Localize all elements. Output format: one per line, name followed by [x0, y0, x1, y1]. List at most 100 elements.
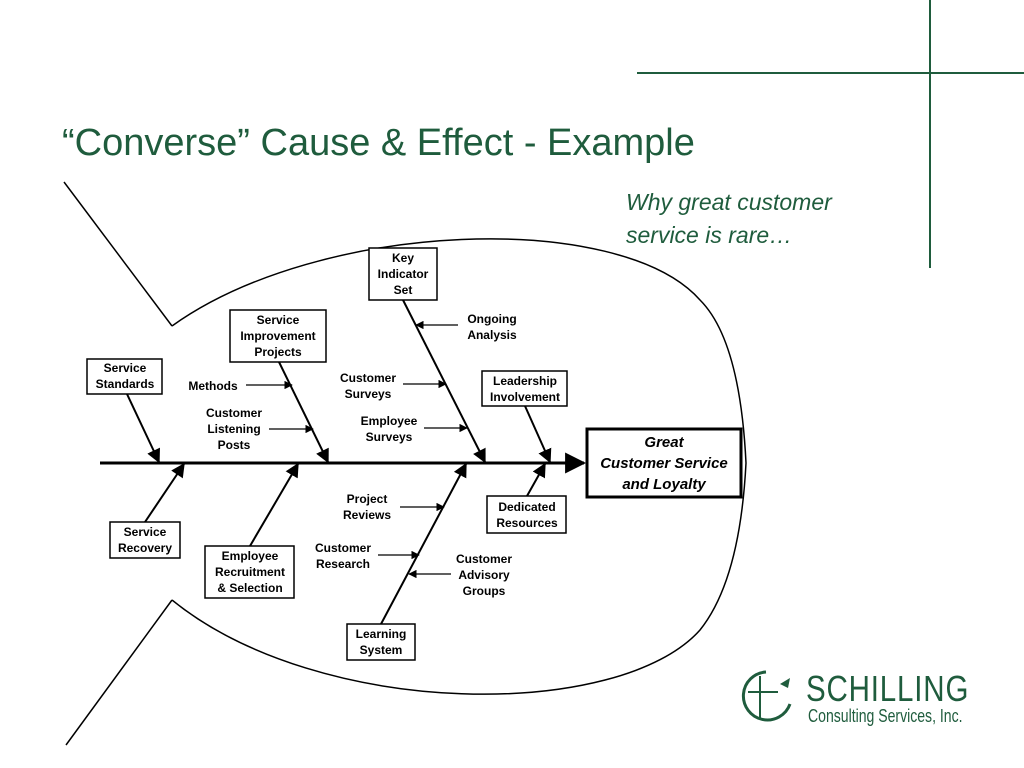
- sub-cause-line: Advisory: [458, 568, 510, 582]
- sub-cause-customer-research: Customer Research: [315, 541, 371, 571]
- effect-line: Great: [644, 434, 684, 451]
- svg-text:Methods: Methods: [188, 379, 238, 393]
- effect-line: and Loyalty: [622, 476, 706, 493]
- svg-text:Customer: Customer: [206, 406, 262, 420]
- bone-service-recovery: [144, 462, 185, 523]
- svg-text:Groups: Groups: [463, 584, 506, 598]
- box-line: System: [360, 643, 403, 657]
- svg-text:Recovery: Recovery: [118, 541, 172, 555]
- svg-text:Involvement: Involvement: [490, 390, 560, 404]
- sub-cause-line: Customer: [340, 371, 396, 385]
- sub-cause-line: Research: [316, 557, 370, 571]
- subtitle-line: service is rare…: [626, 222, 793, 248]
- cause-box-service-standards: Service Standards: [86, 358, 163, 395]
- sub-cause-line: Customer: [206, 406, 262, 420]
- sub-cause-methods: Methods: [188, 379, 238, 393]
- svg-text:Project: Project: [347, 492, 388, 506]
- box-line: Leadership: [493, 374, 557, 388]
- svg-text:Leadership: Leadership: [493, 374, 557, 388]
- cause-box-service-improvement-projects: Service Improvement Projects: [229, 309, 327, 363]
- svg-text:Set: Set: [394, 283, 413, 297]
- sub-cause-customer-surveys: Customer Surveys: [340, 371, 396, 401]
- svg-text:Customer: Customer: [315, 541, 371, 555]
- cause-box-key-indicator-set: Key Indicator Set: [368, 247, 438, 301]
- sub-cause-customer-listening-posts: Customer Listening Posts: [206, 406, 262, 452]
- svg-text:Employee: Employee: [361, 414, 418, 428]
- svg-text:Service: Service: [124, 525, 167, 539]
- sub-cause-line: Customer: [315, 541, 371, 555]
- box-line: Employee: [222, 549, 279, 563]
- sub-cause-line: Posts: [218, 438, 251, 452]
- bone-dedicated-resources: [526, 462, 546, 497]
- svg-text:Resources: Resources: [496, 516, 558, 530]
- box-line: Indicator: [378, 267, 429, 281]
- bone-leadership: [524, 405, 552, 464]
- sub-cause-line: Surveys: [345, 387, 392, 401]
- sub-cause-line: Surveys: [366, 430, 413, 444]
- svg-text:Great: Great: [644, 434, 684, 451]
- svg-text:Service: Service: [104, 361, 147, 375]
- svg-text:Surveys: Surveys: [366, 430, 413, 444]
- bone-employee-recruitment: [249, 462, 299, 547]
- cause-box-learning-system: Learning System: [346, 623, 416, 661]
- svg-text:Advisory: Advisory: [458, 568, 510, 582]
- box-line: Service: [104, 361, 147, 375]
- sub-cause-ongoing-analysis: Ongoing Analysis: [467, 312, 517, 342]
- svg-text:Listening: Listening: [207, 422, 260, 436]
- sub-cause-line: Groups: [463, 584, 506, 598]
- svg-text:Customer: Customer: [340, 371, 396, 385]
- logo-company-name: SCHILLING: [806, 668, 970, 709]
- box-line: Improvement: [240, 329, 315, 343]
- sub-cause-line: Customer: [456, 552, 512, 566]
- svg-text:Key: Key: [392, 251, 414, 265]
- svg-text:Research: Research: [316, 557, 370, 571]
- svg-text:Analysis: Analysis: [467, 328, 517, 342]
- svg-text:Projects: Projects: [254, 345, 302, 359]
- cause-box-leadership-involvement: Leadership Involvement: [481, 370, 568, 407]
- bone-service-standards: [126, 393, 160, 464]
- svg-text:Customer Service: Customer Service: [600, 455, 728, 472]
- svg-text:Indicator: Indicator: [378, 267, 429, 281]
- box-line: Key: [392, 251, 414, 265]
- effect-line: Customer Service: [600, 455, 728, 472]
- svg-text:Standards: Standards: [96, 377, 155, 391]
- fish-tail-bottom: [65, 599, 173, 746]
- schilling-logo-mark-icon: [741, 670, 792, 722]
- sub-cause-line: Project: [347, 492, 388, 506]
- svg-text:System: System: [360, 643, 403, 657]
- sub-cause-employee-surveys: Employee Surveys: [361, 414, 418, 444]
- box-line: Resources: [496, 516, 558, 530]
- box-line: Recovery: [118, 541, 172, 555]
- box-line: Service: [124, 525, 167, 539]
- slide-subtitle: Why great customer service is rare…: [626, 186, 832, 252]
- svg-text:Recruitment: Recruitment: [215, 565, 285, 579]
- svg-text:Reviews: Reviews: [343, 508, 391, 522]
- svg-text:Service: Service: [257, 313, 300, 327]
- box-line: Set: [394, 283, 413, 297]
- fish-body-outline: [171, 238, 747, 695]
- svg-text:Dedicated: Dedicated: [498, 500, 555, 514]
- subtitle-line: Why great customer: [626, 189, 832, 215]
- sub-cause-line: Analysis: [467, 328, 517, 342]
- svg-text:Employee: Employee: [222, 549, 279, 563]
- sub-cause-line: Methods: [188, 379, 238, 393]
- box-line: Projects: [254, 345, 302, 359]
- box-line: & Selection: [217, 581, 282, 595]
- svg-text:Learning: Learning: [356, 627, 407, 641]
- svg-text:Surveys: Surveys: [345, 387, 392, 401]
- top-right-vertical-rule: [929, 0, 931, 268]
- cause-box-employee-recruitment: Employee Recruitment & Selection: [204, 545, 295, 599]
- bone-learning-system: [380, 462, 467, 625]
- svg-text:Customer: Customer: [456, 552, 512, 566]
- sub-cause-line: Employee: [361, 414, 418, 428]
- slide-title: “Converse” Cause & Effect - Example: [62, 122, 695, 164]
- box-line: Recruitment: [215, 565, 285, 579]
- bone-service-improvement: [278, 361, 329, 464]
- fish-tail-top: [63, 181, 173, 327]
- svg-text:Ongoing: Ongoing: [467, 312, 516, 326]
- logo-tagline: Consulting Services, Inc.: [808, 706, 963, 726]
- sub-cause-line: Listening: [207, 422, 260, 436]
- sub-cause-line: Ongoing: [467, 312, 516, 326]
- cause-box-service-recovery: Service Recovery: [109, 521, 181, 559]
